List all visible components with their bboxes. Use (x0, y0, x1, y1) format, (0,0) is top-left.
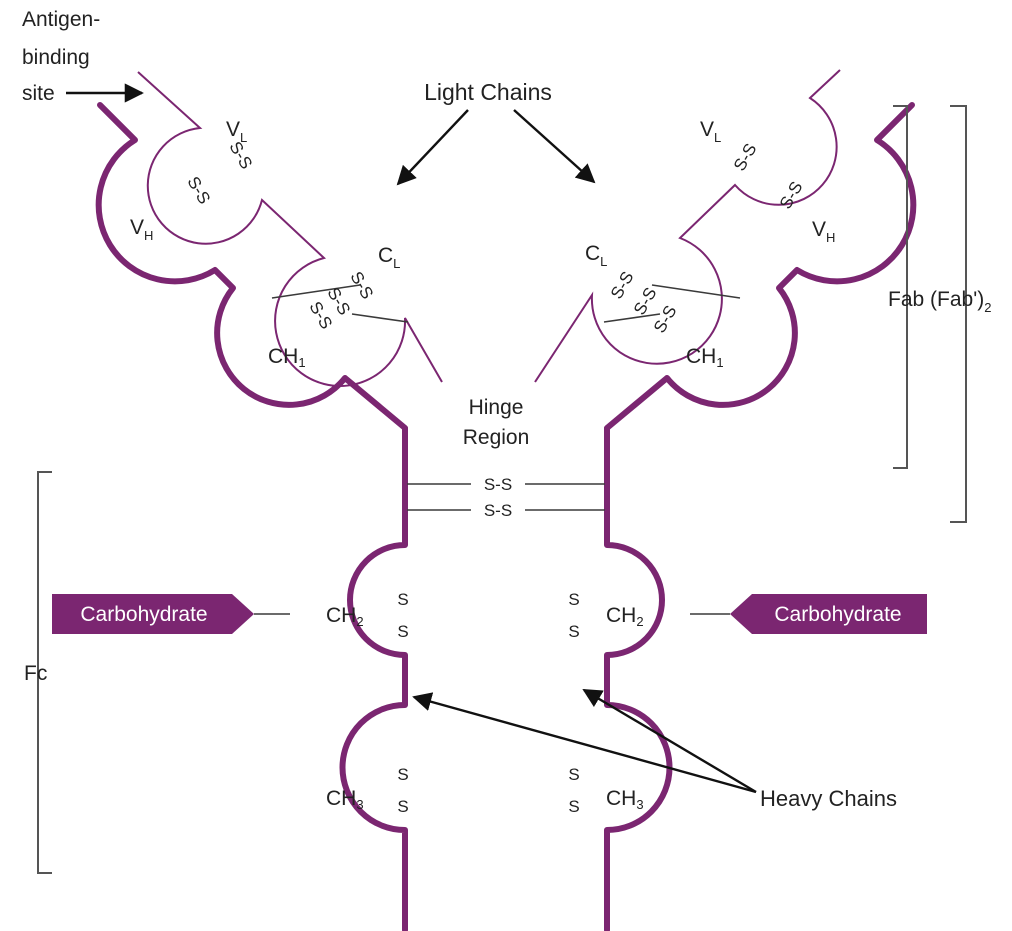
domain-labels: VL VL VH VH CL CL CH1 CH1 CH2 CH2 CH3 CH… (130, 118, 835, 812)
heavy-chain-arrow-right (582, 688, 757, 794)
cl-left-disulfide: S-S (346, 268, 377, 302)
vh-right-disulfide: S-S (776, 178, 807, 212)
fab-brackets (893, 105, 967, 523)
vl-right-label: VL (700, 118, 721, 145)
carbohydrate-right: Carbohydrate (690, 594, 927, 634)
antigen-label-line2: binding (22, 46, 90, 69)
fc-label: Fc (24, 662, 47, 685)
vh-left-label: VH (130, 216, 153, 243)
ch2-left-sulfur-2: S (397, 622, 408, 641)
ch2-right-sulfur-2: S (568, 622, 579, 641)
ch2-right-sulfur-1: S (568, 590, 579, 609)
carbohydrate-right-label: Carbohydrate (774, 603, 901, 626)
vh-left-disulfide: S-S (183, 173, 214, 207)
carbohydrate-left-label: Carbohydrate (80, 603, 207, 626)
ch2-left-sulfur-1: S (397, 590, 408, 609)
annotations: Antigen- binding site Light Chains Hinge… (22, 8, 991, 811)
hinge-bonds: S-S S-S (407, 475, 605, 520)
ch1-left-label: CH1 (268, 345, 306, 370)
interchain-right-disulfide-2: S-S (650, 302, 681, 336)
fab-label: Fab (Fab')2 (888, 288, 991, 315)
hinge-label-line2: Region (463, 426, 530, 449)
carbohydrate-left-tag (52, 594, 254, 634)
light-chain-arrow-right (513, 109, 596, 184)
disulfide-labels-left: S-S S-S S-S S-S S-S (183, 138, 377, 332)
light-chain-arrow-left (396, 109, 469, 186)
ch3-right-sulfur-1: S (568, 765, 579, 784)
vl-left-label: VL (226, 118, 247, 145)
cl-right-label: CL (585, 242, 607, 269)
antigen-label-line1: Antigen- (22, 8, 100, 31)
ch2-right-label: CH2 (606, 604, 644, 629)
vh-right-label: VH (812, 218, 835, 245)
cl-left-label: CL (378, 244, 400, 271)
vl-right-disulfide: S-S (730, 140, 761, 174)
cl-right-disulfide: S-S (607, 268, 638, 302)
ch1-right-label: CH1 (686, 345, 724, 370)
light-chain-right (534, 69, 841, 383)
interchain-right-disulfide-1: S-S (630, 284, 661, 318)
heavy-chain-right (604, 102, 917, 931)
carbohydrate-right-tag (730, 594, 927, 634)
ch3-left-sulfur-1: S (397, 765, 408, 784)
stem-disulfides: S S S S S S S S (397, 590, 579, 816)
hinge-label-line1: Hinge (469, 396, 524, 419)
light-chains-label: Light Chains (424, 79, 552, 105)
ch3-right-sulfur-2: S (568, 797, 579, 816)
light-heavy-connectors (271, 284, 741, 323)
fc-bracket (37, 471, 52, 874)
ch3-left-label: CH3 (326, 787, 364, 812)
ch2-left-label: CH2 (326, 604, 364, 629)
antigen-label-line3: site (22, 82, 55, 105)
heavy-chains-label: Heavy Chains (760, 786, 897, 811)
heavy-chain-arrow-left (412, 692, 757, 794)
arrows (66, 83, 757, 794)
hinge-disulfide-2: S-S (484, 501, 512, 520)
light-chain-left (137, 71, 443, 387)
ch3-right-label: CH3 (606, 787, 644, 812)
carbohydrate-left: Carbohydrate (52, 594, 290, 634)
disulfide-labels-right: S-S S-S S-S S-S S-S (607, 140, 807, 336)
ch3-left-sulfur-2: S (397, 797, 408, 816)
hinge-disulfide-1: S-S (484, 475, 512, 494)
